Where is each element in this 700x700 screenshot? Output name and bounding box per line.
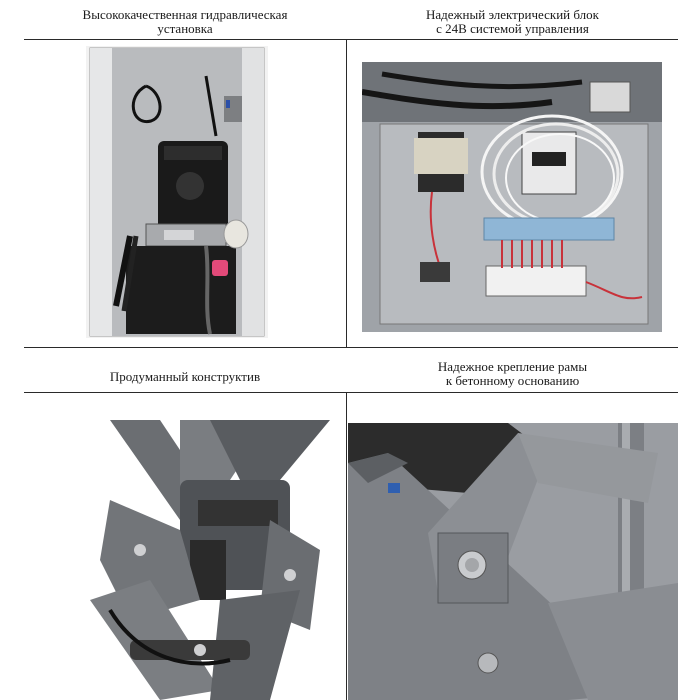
photo-scissor-design [70, 400, 332, 700]
caption-line: Продуманный конструктив [109, 369, 261, 384]
grid-rule-vertical-top [346, 39, 347, 348]
feature-grid: Высококачественная гидравлическая устано… [24, 0, 678, 700]
caption-line: установка [157, 21, 213, 36]
grid-rule-middle [24, 347, 678, 348]
photo-hydraulic-unit [86, 46, 268, 338]
caption-line: Надежный электрический блок [426, 7, 599, 22]
grid-rule-top [24, 39, 678, 40]
caption-electric-block: Надежный электрический блок с 24В систем… [347, 8, 678, 36]
grid-rule-lower [24, 392, 678, 393]
photo-electric-block [362, 62, 662, 332]
caption-line: с 24В системой управления [436, 21, 589, 36]
caption-line: к бетонному основанию [445, 373, 580, 388]
caption-frame-mount: Надежное крепление рамы к бетонному осно… [347, 360, 678, 388]
photo-frame-mount [348, 423, 678, 700]
caption-hydraulic-unit: Высококачественная гидравлическая устано… [24, 8, 346, 36]
caption-line: Высококачественная гидравлическая [82, 7, 288, 22]
caption-line: Надежное крепление рамы [437, 359, 588, 374]
caption-design: Продуманный конструктив [24, 370, 346, 384]
grid-rule-vertical-bottom [346, 392, 347, 700]
